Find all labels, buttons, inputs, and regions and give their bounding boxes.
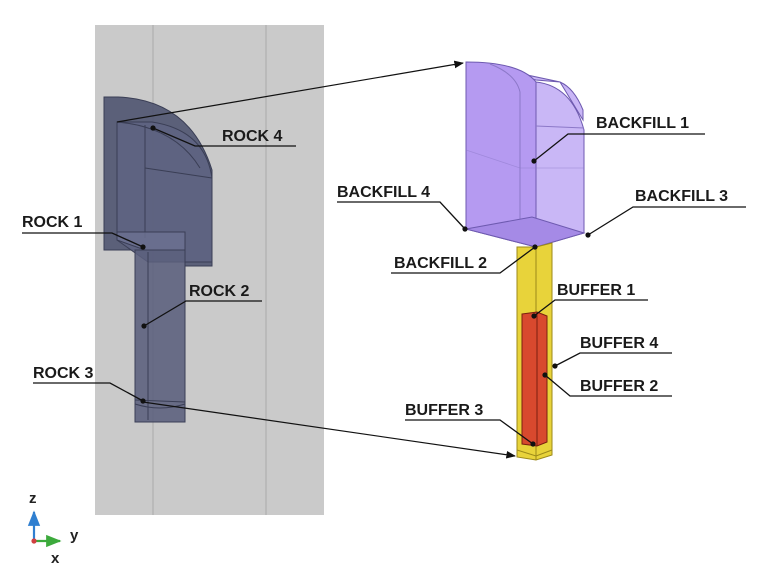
- leader-buffer-1: [533, 299, 648, 317]
- axis-triad: z y x: [27, 490, 79, 567]
- leader-buffer-4: [554, 352, 672, 367]
- leader-backfill-4: [337, 201, 466, 230]
- label-buffer-3: BUFFER 3: [405, 402, 483, 419]
- leader-rock-4: [152, 127, 296, 147]
- arrow-top: [116, 60, 464, 123]
- label-rock-2: ROCK 2: [189, 283, 250, 300]
- axis-label-x: x: [51, 550, 60, 567]
- leader-backfill-2: [391, 246, 536, 274]
- label-buffer-2: BUFFER 2: [580, 378, 658, 395]
- leader-backfill-3: [587, 206, 746, 236]
- connector-arrows: [116, 60, 516, 459]
- labels: ROCK 1 ROCK 2 ROCK 3 ROCK 4 BACKFILL 1 B…: [22, 115, 728, 419]
- canister-body: [521, 311, 548, 447]
- arrow-bottom: [142, 401, 516, 459]
- label-rock-1: ROCK 1: [22, 214, 83, 231]
- backfill-body: [465, 61, 586, 248]
- callout-dots: [140, 125, 591, 447]
- rock-body: [103, 96, 213, 423]
- label-backfill-2: BACKFILL 2: [394, 255, 487, 272]
- leader-buffer-3: [405, 419, 534, 445]
- leader-rock-3: [33, 382, 144, 402]
- callouts: [22, 127, 746, 445]
- leader-buffer-2: [544, 374, 672, 397]
- x-axis-marker: [31, 538, 37, 544]
- label-backfill-4: BACKFILL 4: [337, 184, 430, 201]
- label-rock-4: ROCK 4: [222, 128, 283, 145]
- axis-label-z: z: [29, 490, 37, 507]
- label-buffer-1: BUFFER 1: [557, 282, 635, 299]
- label-backfill-3: BACKFILL 3: [635, 188, 728, 205]
- leader-rock-1: [22, 232, 144, 248]
- leader-rock-2: [143, 300, 262, 327]
- label-buffer-4: BUFFER 4: [580, 335, 658, 352]
- axis-label-y: y: [70, 527, 79, 544]
- leader-backfill-1: [533, 133, 705, 162]
- label-backfill-1: BACKFILL 1: [596, 115, 689, 132]
- label-rock-3: ROCK 3: [33, 365, 94, 382]
